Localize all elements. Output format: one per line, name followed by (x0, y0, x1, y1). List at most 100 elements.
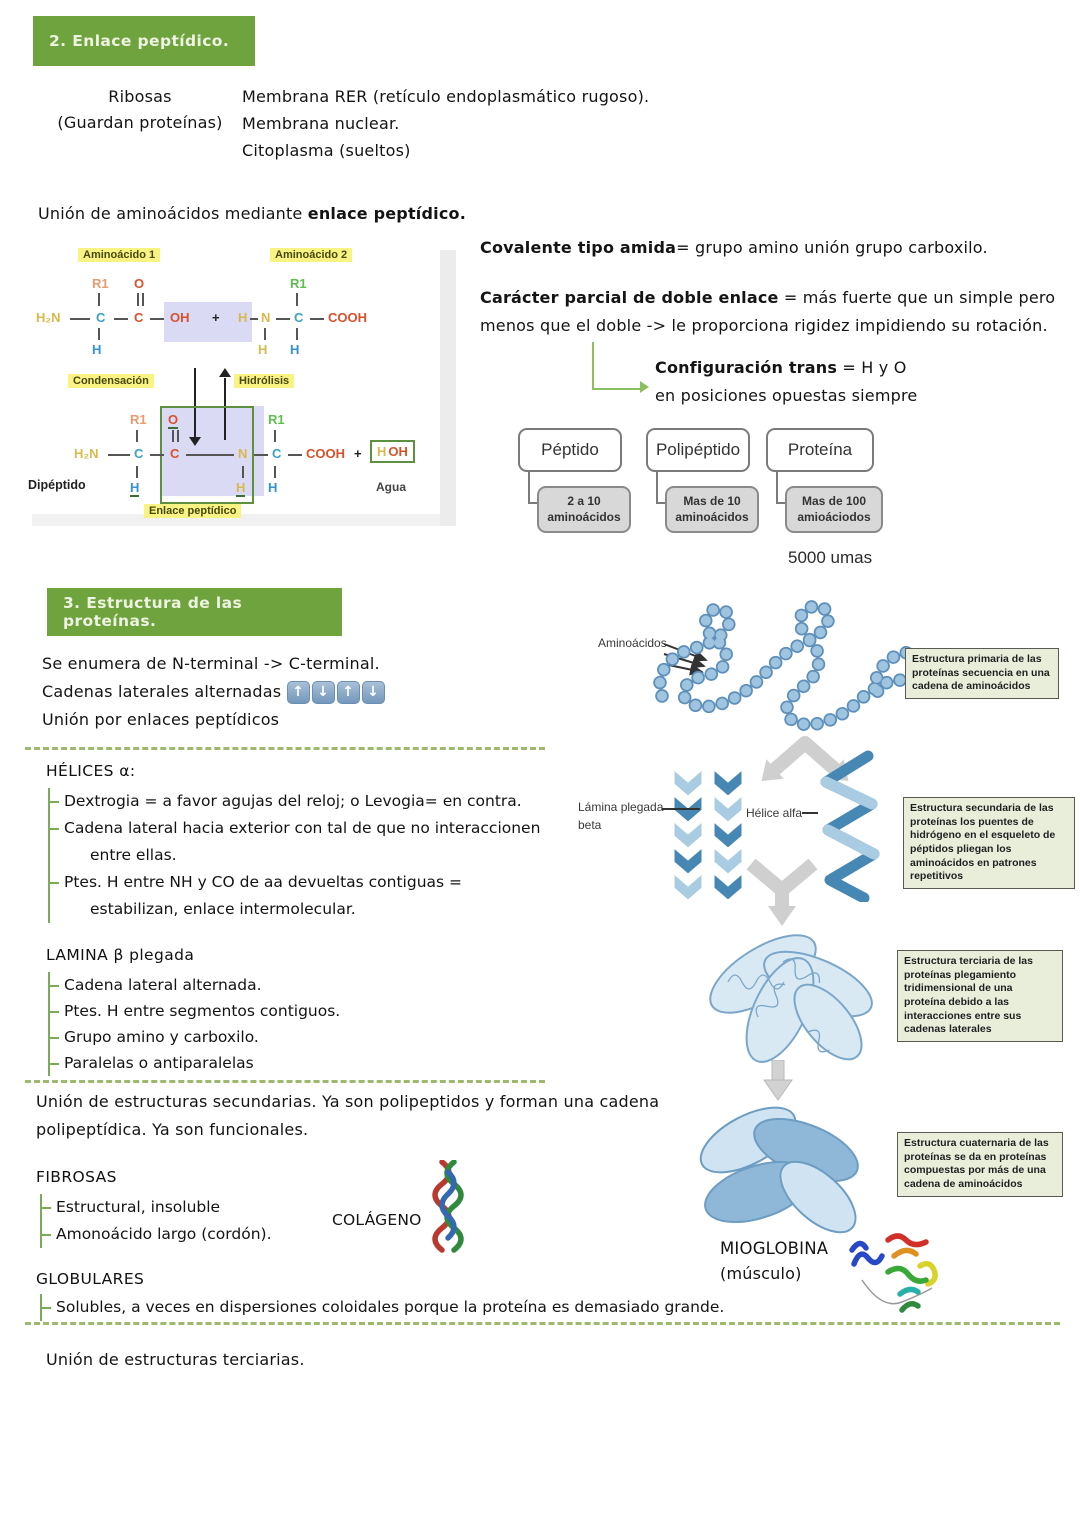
atom-h-blue: H (92, 342, 102, 357)
atom-cooh: COOH (328, 310, 367, 325)
bond (98, 293, 100, 306)
config-rest: = H y O (837, 358, 907, 377)
enlace-peptidico-label: Enlace peptídico (144, 504, 242, 518)
globulares-item: Solubles, a veces en dispersiones coloid… (42, 1294, 822, 1321)
polipeptido-sub2: aminoácidos (675, 509, 749, 524)
connector (656, 470, 668, 504)
peptido-box: Péptido (518, 428, 622, 472)
bond (310, 318, 324, 320)
secondary-structure-note: Estructura secundaria de las proteínas l… (903, 797, 1075, 889)
quaternary-structure-graphic (699, 1106, 859, 1234)
peptide-bond-diagram: Aminoácido 1 Aminoácido 2 R1 O R1 H₂N C … (28, 240, 464, 536)
mioglobina-label: MIOGLOBINA (720, 1239, 829, 1258)
lamina-item: Paralelas o antiparalelas (50, 1050, 570, 1076)
helices-item-cont: estabilizan, enlace intermolecular. (90, 900, 356, 918)
atom-r1: R1 (130, 412, 147, 427)
atom-r1-green: R1 (268, 412, 285, 427)
plus-sign: + (212, 310, 220, 325)
helices-title: HÉLICES α: (46, 762, 136, 780)
green-connector-arrow (592, 342, 644, 390)
polipeptido-label: Polipéptido (655, 440, 741, 459)
bond (288, 454, 302, 456)
caracter-note-line2: menos que el doble -> le proporciona rig… (480, 316, 1048, 335)
atom-h-amide: H (236, 480, 246, 497)
union-enlaces-line: Unión por enlaces peptídicos (42, 710, 280, 729)
label-line (662, 808, 700, 810)
union-aminoacidos-line: Unión de aminoácidos mediante enlace pep… (38, 202, 638, 227)
hidrolisis-label: Hidrólisis (234, 374, 295, 388)
arrow-down-emoji: ↓ (311, 681, 335, 704)
polipeptido-box: Polipéptido (646, 428, 750, 472)
agua-label: Agua (376, 480, 406, 494)
mioglobina-structure-icon (849, 1233, 938, 1313)
proteina-sub1: Mas de 100 (801, 494, 867, 508)
aminoacido2-label: Aminoácido 2 (270, 248, 353, 262)
atom-c-carbonyl: C (134, 310, 144, 325)
lamina-item: Grupo amino y carboxilo. (50, 1024, 570, 1050)
tertiary-structure-note: Estructura terciaria de las proteínas pl… (897, 950, 1063, 1042)
config-trans-line2: en posiciones opuestas siempre (655, 386, 918, 405)
bond (296, 328, 298, 340)
atom-c2: C (294, 310, 304, 325)
atom-c: C (96, 310, 106, 325)
fibrosas-title: FIBROSAS (36, 1168, 117, 1186)
config-trans-note: Configuración trans = H y O (655, 356, 1075, 381)
dipeptido-label: Dipéptido (28, 478, 86, 492)
bond (274, 430, 276, 442)
water-box: H OH (370, 440, 415, 463)
condensacion-label: Condensación (68, 374, 154, 388)
bond (254, 454, 268, 456)
lamina-plegada-label: Lámina plegada (578, 800, 664, 814)
helice-alfa-label: Hélice alfa (746, 806, 803, 820)
bond (172, 430, 174, 442)
peptido-sub2: aminoácidos (547, 509, 621, 524)
covalente-bold: Covalente tipo amida (480, 238, 677, 257)
atom-r1: R1 (92, 276, 109, 291)
union-terciarias-footer: Unión de estructuras terciarias. (46, 1350, 305, 1369)
bond (136, 466, 138, 478)
bond (150, 454, 164, 456)
highlight-peptide-bond (162, 406, 264, 496)
bond (70, 318, 90, 320)
globulares-list: Solubles, a veces en dispersiones coloid… (40, 1294, 822, 1321)
fibrosas-item: Amonoácido largo (cordón). (42, 1221, 442, 1248)
label-line (802, 812, 818, 814)
bond (264, 328, 266, 340)
proteina-sub-box: Mas de 100 amioáciodos (785, 486, 883, 534)
dashed-divider-1 (25, 747, 545, 750)
atom-cooh: COOH (306, 446, 345, 461)
atom-n: N (238, 446, 248, 461)
dashed-divider-2 (25, 1080, 545, 1083)
config-bold: Configuración trans (655, 358, 838, 377)
musculo-label: (músculo) (720, 1264, 802, 1283)
bond (242, 466, 244, 478)
quaternary-structure-note: Estructura cuaternaria de las proteínas … (897, 1132, 1063, 1197)
atom-h-yellow: H (258, 342, 268, 357)
location-nuclear: Membrana nuclear. (242, 114, 400, 133)
tertiary-structure-graphic (709, 934, 873, 1063)
colageno-helix-icon (432, 1160, 464, 1253)
union-pre: Unión de aminoácidos mediante (38, 204, 308, 223)
bond (137, 293, 139, 306)
primary-structure-note: Estructura primaria de las proteínas sec… (905, 648, 1059, 699)
location-rer: Membrana RER (retículo endoplasmático ru… (242, 87, 650, 106)
polipeptido-sub-box: Mas de 10 aminoácidos (665, 486, 759, 534)
bond (296, 293, 298, 306)
lamina-item: Ptes. H entre segmentos contiguos. (50, 998, 570, 1024)
atom-h2n: H₂N (74, 446, 99, 461)
ribosas-subtitle: (Guardan proteínas) (57, 113, 223, 132)
atom-oh: OH (170, 310, 190, 325)
section2-header: 2. Enlace peptídico. (33, 16, 255, 66)
caracter-note: Carácter parcial de doble enlace = más f… (480, 286, 1070, 311)
alpha-helix-graphic (820, 750, 880, 902)
green-arrowhead (640, 381, 649, 393)
lamina-plegada-label2: beta (578, 818, 602, 832)
cadenas-line: Cadenas laterales alternadas ↑↓↑↓ (42, 680, 562, 705)
atom-h-blue2: H (268, 480, 278, 495)
atom-n: N (261, 310, 271, 325)
atom-o: O (134, 276, 145, 291)
bond (250, 318, 258, 320)
atom-oh-water: OH (388, 444, 408, 459)
connector (528, 470, 540, 504)
